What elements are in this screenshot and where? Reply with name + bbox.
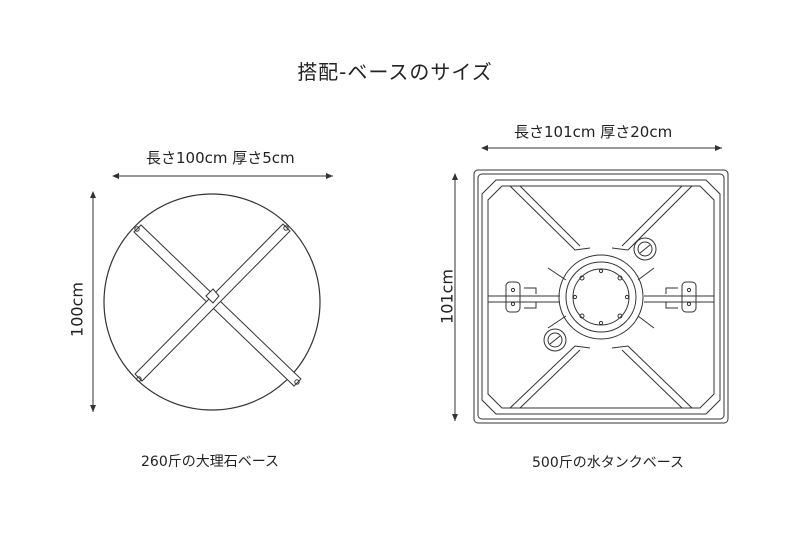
page-title: 搭配-ベースのサイズ (297, 60, 493, 84)
tank-top-dimension: 長さ101cm 厚さ20cm (514, 123, 673, 141)
tank-outer (473, 169, 729, 424)
tank-base-drawing (452, 145, 729, 424)
tank-caption: 500斤の水タンクベース (532, 455, 685, 471)
marble-top-dimension: 長さ100cm 厚さ5cm (146, 149, 295, 167)
marble-base-drawing (90, 173, 333, 412)
marble-circle (103, 193, 321, 411)
marble-caption: 260斤の大理石ベース (141, 454, 280, 470)
